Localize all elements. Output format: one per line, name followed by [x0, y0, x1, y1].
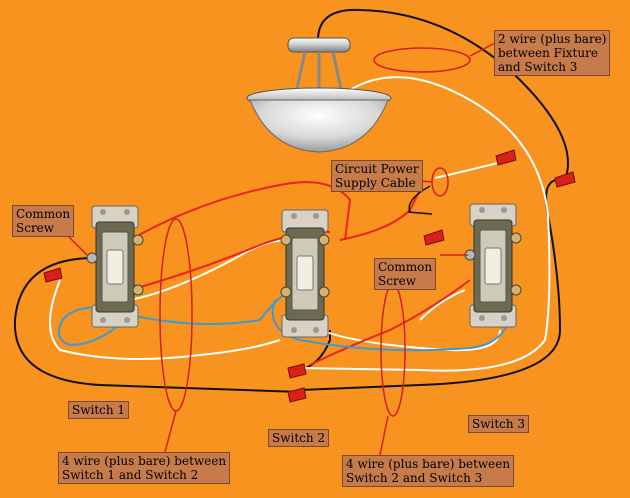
- common-screw-right-label: Common Screw: [374, 258, 437, 290]
- wire-nut: [287, 363, 307, 379]
- wire-nut: [287, 387, 307, 403]
- switch-1-label: Switch 1: [68, 401, 130, 419]
- cable-1-2-label: 4 wire (plus bare) between Switch 1 and …: [58, 452, 231, 484]
- switch-3: [464, 203, 522, 328]
- switch-2: [280, 209, 330, 338]
- wire-nut: [423, 229, 445, 246]
- power-cable-tail: [408, 185, 431, 213]
- ring-switch1-switch2: [159, 218, 193, 412]
- wire-nuts: [43, 149, 576, 403]
- wire-nut: [554, 171, 576, 188]
- wire-nut: [43, 267, 63, 283]
- switch-1: [86, 205, 144, 328]
- switch-2-label: Switch 2: [268, 429, 330, 447]
- common-screw-left-label: Common Screw: [12, 205, 75, 237]
- ring-fixture-switch3: [373, 47, 471, 73]
- fixture-cable-label: 2 wire (plus bare) between Fixture and S…: [494, 30, 611, 76]
- wire-nut: [495, 149, 517, 166]
- power-cable-label: Circuit Power Supply Cable: [331, 160, 423, 192]
- cable-2-3-label: 4 wire (plus bare) between Switch 2 and …: [342, 455, 515, 487]
- switch-3-label: Switch 3: [468, 415, 530, 433]
- ring-power-cable: [431, 167, 449, 197]
- blue-wires: [57, 289, 511, 352]
- ceiling-fixture: [246, 37, 392, 153]
